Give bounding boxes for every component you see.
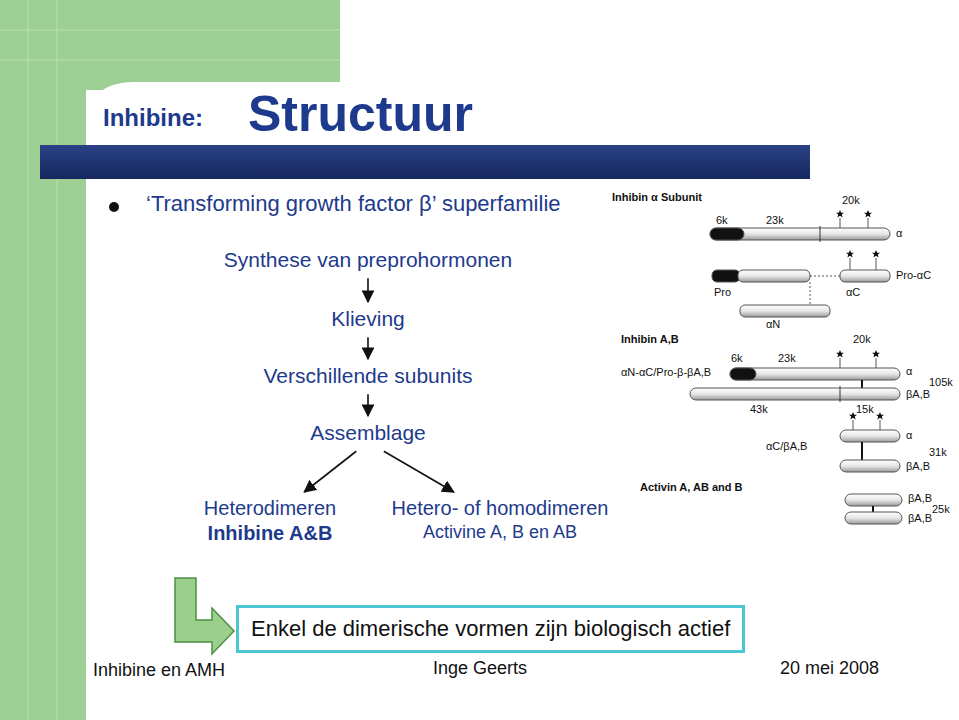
chain-label: αC/βA,B <box>766 440 807 453</box>
size-label: 43k <box>750 403 768 416</box>
footer-text: 20 mei 2008 <box>780 658 879 679</box>
chain-label: βA,B <box>906 460 930 473</box>
flow-step: Klieving <box>327 304 409 334</box>
flow-result: HeterodimerenInhibine A&B <box>200 494 340 548</box>
size-label: 23k <box>766 214 784 227</box>
chain-label: Pro <box>714 286 731 299</box>
size-label: 20k <box>853 333 871 346</box>
slide-title: Inhibine: <box>103 104 203 132</box>
flow-arrow <box>304 451 356 492</box>
title-band <box>40 145 810 179</box>
size-label: 6k <box>731 352 743 365</box>
footer-text: Inge Geerts <box>433 658 527 679</box>
chain-label: βA,B <box>908 492 932 505</box>
size-label: 15k <box>856 403 874 416</box>
chain-label: βA,B <box>908 512 932 525</box>
conclusion-arrow <box>175 578 234 654</box>
node-text: Verschillende subunits <box>264 363 473 389</box>
conclusion-box: Enkel de dimerische vormen zijn biologis… <box>236 605 745 653</box>
flow-step: Verschillende subunits <box>260 361 477 391</box>
subunit-figure <box>690 218 902 524</box>
size-label: 23k <box>778 352 796 365</box>
node-text: Activine A, B en AB <box>392 521 609 544</box>
size-label: 20k <box>842 194 860 207</box>
node-text: Heterodimeren <box>204 496 336 521</box>
node-text: Hetero- of homodimeren <box>392 496 609 521</box>
size-label: 31k <box>929 446 947 459</box>
node-text: Synthese van preprohormonen <box>224 247 512 273</box>
flow-arrow <box>367 278 369 302</box>
node-text: Klieving <box>331 306 405 332</box>
node-text: Enkel de dimerische vormen zijn biologis… <box>251 615 730 643</box>
chain-label: α <box>896 227 902 240</box>
bullet-dot <box>109 202 119 212</box>
chain-label: α <box>906 429 912 442</box>
figure-heading: Inhibin α Subunit <box>612 191 702 204</box>
chain-label: αN-αC/Pro-β-βA,B <box>621 366 711 379</box>
slide-heading: Structuur <box>248 86 473 144</box>
size-label: 6k <box>716 214 728 227</box>
bullet-text: ‘Transforming growth factor β’ superfami… <box>146 191 561 216</box>
glycosylation-stars <box>836 210 884 420</box>
node-text: Inhibine A&B <box>204 521 336 546</box>
figure-heading: Activin A, AB and B <box>640 481 742 494</box>
footer-text: Inhibine en AMH <box>93 660 225 681</box>
chain-label: βA,B <box>906 388 930 401</box>
flow-step: Assemblage <box>306 418 430 448</box>
chain-label: αC <box>846 286 860 299</box>
chain-label: αN <box>766 318 780 331</box>
flow-result: Hetero- of homodimerenActivine A, B en A… <box>388 494 613 546</box>
flow-arrow <box>384 451 454 492</box>
flow-step: Synthese van preprohormonen <box>220 245 516 275</box>
chain-label: Pro-αC <box>896 269 931 282</box>
flow-arrow <box>367 337 369 359</box>
flow-arrow <box>367 394 369 416</box>
green-strip <box>0 0 86 720</box>
size-label: 25k <box>932 503 950 516</box>
figure-heading: Inhibin A,B <box>621 333 679 346</box>
chain-label: α <box>906 365 912 378</box>
size-label: 105k <box>929 376 953 389</box>
node-text: Assemblage <box>310 420 426 446</box>
